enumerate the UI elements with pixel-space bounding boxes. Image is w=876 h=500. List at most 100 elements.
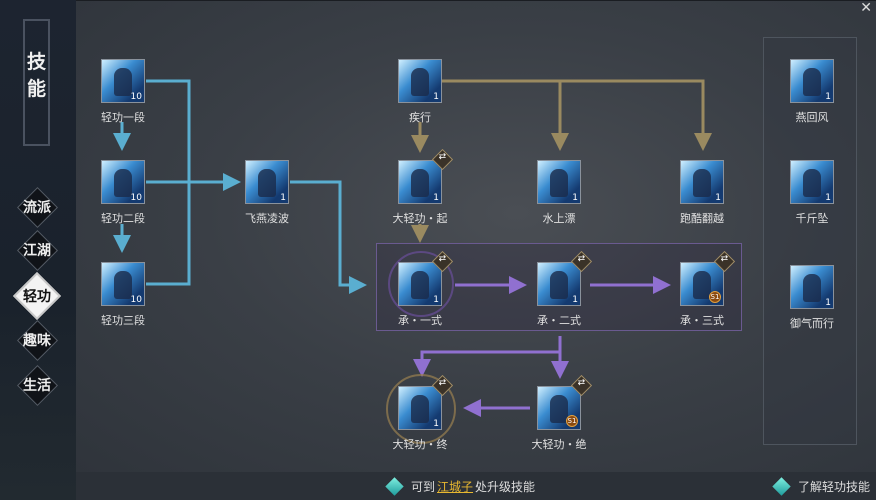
skill-figure-icon [550,395,568,423]
skill-node[interactable]: 1 千斤坠 [782,160,842,226]
title-char: 能 [26,78,46,100]
skill-icon[interactable]: 1 [398,59,442,103]
skill-level-badge: S1 [566,415,578,427]
skill-figure-icon [803,274,821,302]
skill-node[interactable]: 1 大轻功・终 [390,374,454,452]
skill-figure-icon [114,68,132,96]
close-button[interactable]: ✕ [860,0,872,16]
skill-level: 1 [825,92,831,102]
sidebar: 技能 流派 江湖 轻功 趣味 生活 [0,0,76,500]
skill-level: 1 [572,193,578,203]
tab-jianghu[interactable]: 江湖 [17,230,57,270]
skill-icon[interactable]: 1 [398,148,454,204]
skill-level: 10 [130,295,142,305]
skill-icon[interactable]: 1 [537,160,581,204]
skill-figure-icon [411,169,429,197]
skill-name: 承・一式 [398,314,442,327]
skill-name: 飞燕凌波 [245,212,289,225]
skill-node[interactable]: 1 承・一式 [390,250,454,328]
skill-icon[interactable]: 1 [790,265,834,309]
skill-name: 轻功二段 [101,212,145,225]
skill-node[interactable]: 10 轻功二段 [93,160,153,226]
skill-level: 1 [433,419,439,429]
skill-level: 10 [130,92,142,102]
skill-tree-panel [76,0,876,472]
skill-name: 轻功一段 [101,111,145,124]
skill-name: 御气而行 [790,317,834,330]
skill-name: 承・二式 [537,314,581,327]
tab-label: 轻功 [23,289,51,305]
tab-label: 趣味 [23,333,51,349]
skill-name: 跑酷翻越 [680,212,724,225]
tab-label: 流派 [23,200,51,216]
skill-icon[interactable]: 1 [245,160,289,204]
skill-node[interactable]: 10 轻功三段 [93,262,153,328]
skill-level: 1 [825,298,831,308]
skill-figure-icon [114,169,132,197]
skill-level: 1 [715,193,721,203]
skill-figure-icon [114,271,132,299]
skill-figure-icon [693,169,711,197]
help-gem-icon [772,476,791,496]
skill-node[interactable]: 1 跑酷翻越 [672,160,732,226]
skill-node[interactable]: 1大轻功・起 [390,148,454,226]
skill-name: 大轻功・终 [392,438,448,451]
skill-figure-icon [258,169,276,197]
upgrade-hint: 可到江城子处升级技能 [385,476,536,496]
skill-icon[interactable]: 1 [398,374,454,430]
skill-node[interactable]: 1 承・二式 [529,250,593,328]
skill-figure-icon [803,68,821,96]
skill-figure-icon [411,395,429,423]
skill-icon[interactable]: 1 [537,250,593,306]
skill-icon[interactable]: 1 [790,59,834,103]
tab-label: 江湖 [23,243,51,259]
skill-node[interactable]: 1 御气而行 [782,265,842,331]
skill-node[interactable]: 1 燕回风 [782,59,842,125]
title-char: 技 [26,51,46,73]
skill-figure-icon [693,271,711,299]
skill-name: 轻功三段 [101,314,145,327]
skill-name: 大轻功・绝 [531,438,587,451]
skill-icon[interactable]: 1 [680,160,724,204]
skill-node[interactable]: 1 水上漂 [529,160,589,226]
tab-qinggong[interactable]: 轻功 [17,276,57,316]
npc-link[interactable]: 江城子 [437,479,474,494]
hint-text: 可到 [411,479,436,494]
skill-icon[interactable]: 1 [398,250,454,306]
skill-node[interactable]: 1 飞燕凌波 [237,160,297,226]
skill-level: 10 [130,193,142,203]
skill-icon[interactable]: S1 [680,250,736,306]
tab-label: 生活 [23,378,51,394]
skill-icon[interactable]: S1 [537,374,593,430]
skill-figure-icon [550,169,568,197]
skill-figure-icon [803,169,821,197]
skill-level: 1 [433,295,439,305]
skill-node[interactable]: 10 轻功一段 [93,59,153,125]
skill-icon[interactable]: 10 [101,262,145,306]
skill-name: 疾行 [409,111,431,124]
skill-level: 1 [572,295,578,305]
skill-level: 1 [433,92,439,102]
tab-quwei[interactable]: 趣味 [17,320,57,360]
tab-liupai[interactable]: 流派 [17,187,57,227]
skill-level-badge: S1 [709,291,721,303]
tab-shenghuo[interactable]: 生活 [17,365,57,405]
learn-qinggong-button[interactable]: 了解轻功技能 [772,476,870,496]
hint-text: 处升级技能 [475,479,536,494]
skill-node[interactable]: S1 大轻功・绝 [529,374,593,452]
info-gem-icon [385,476,404,496]
skill-level: 1 [433,193,439,203]
skill-level: 1 [825,193,831,203]
skill-name: 燕回风 [795,111,829,124]
learn-label: 了解轻功技能 [797,479,870,494]
skill-name: 承・三式 [680,314,724,327]
skill-figure-icon [411,68,429,96]
skill-icon[interactable]: 1 [790,160,834,204]
skill-icon[interactable]: 10 [101,59,145,103]
skill-name: 千斤坠 [795,212,829,225]
skill-figure-icon [550,271,568,299]
skill-name: 水上漂 [542,212,576,225]
skill-node[interactable]: S1 承・三式 [672,250,736,328]
skill-icon[interactable]: 10 [101,160,145,204]
